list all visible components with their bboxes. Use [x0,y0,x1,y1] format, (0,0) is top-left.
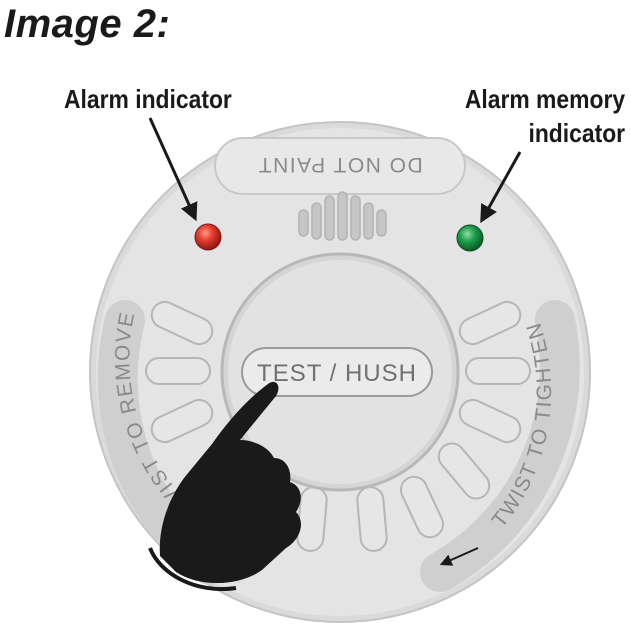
alarm-memory-indicator-led [456,224,484,252]
twist-direction-arrow [439,547,479,566]
figure-title: Image 2: [4,2,171,46]
do-not-paint-label: DO NOT PAINT [257,153,422,176]
alarm-memory-label-line1: Alarm memory [464,84,625,114]
alarm-memory-arrow [480,151,522,224]
alarm-memory-label-line2: indicator [528,118,625,148]
vent-slots [145,300,531,552]
hand-icon [148,381,301,592]
test-hush-label: TEST / HUSH [257,360,417,387]
alarm-indicator-label: Alarm indicator [64,84,232,114]
sounder-grille [298,191,387,241]
test-hush-button[interactable] [241,347,433,397]
alarm-indicator-arrow [148,117,198,222]
alarm-indicator-led [194,223,222,251]
alarm-memory-indicator-label: Alarm memory indicator [465,82,625,150]
